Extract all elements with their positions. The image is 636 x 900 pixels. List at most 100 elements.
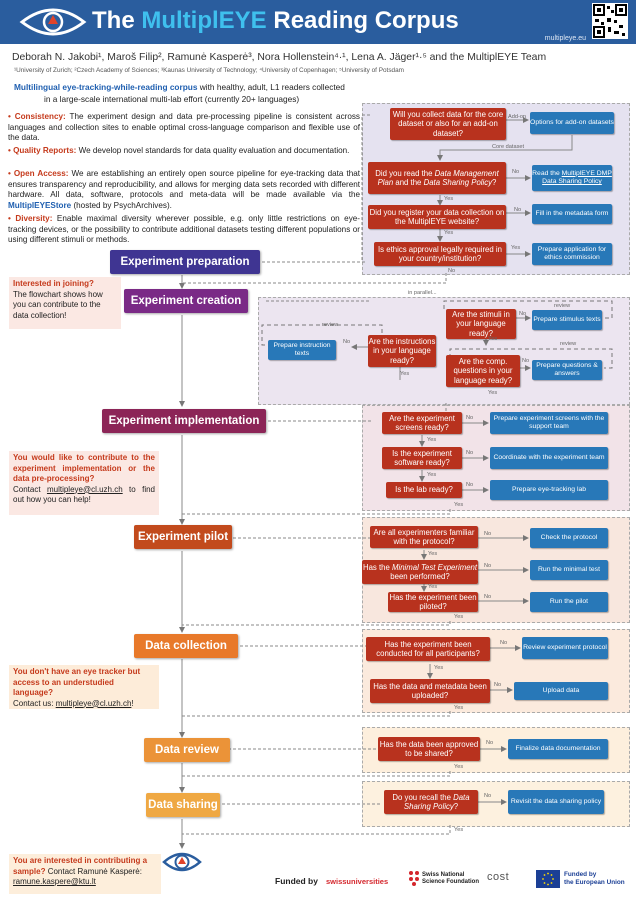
label-no: No (343, 339, 351, 345)
label-review: review (322, 322, 339, 328)
label-yes: Yes (400, 371, 410, 377)
contact-email-link-2[interactable]: multipleye@cl.uzh.ch (55, 698, 132, 708)
label-review: review (560, 341, 577, 347)
a-coordinate-team[interactable]: Coordinate with the experiment team (490, 447, 608, 469)
q-core-or-addon: Will you collect data for the core datas… (390, 108, 506, 140)
poster-title: The MultiplEYE Reading Corpus (92, 7, 459, 34)
a-upload-data[interactable]: Upload data (514, 682, 608, 700)
label-review: review (554, 303, 571, 309)
label-yes: Yes (454, 614, 464, 620)
contact-email-link-3[interactable]: ramune.kaspere@ktu.lt (13, 877, 96, 886)
label-yes: Yes (428, 584, 438, 590)
label-add-on: Add-on (508, 114, 527, 120)
a-prepare-instructions[interactable]: Prepare instruction texts (268, 340, 336, 360)
funded-by-label: Funded by (275, 876, 318, 886)
a-prepare-questions[interactable]: Prepare questions & answers (532, 360, 602, 380)
q-read-dmp: Did you read the Data Management Plan an… (368, 162, 506, 194)
q-screens-ready: Are the experiment screens ready? (382, 412, 462, 434)
snsf-dots-icon (408, 870, 419, 886)
label-no: No (486, 740, 494, 746)
affiliations-line: ¹University of Zurich; ²Czech Academy of… (14, 67, 404, 74)
q-software-ready: Is the experiment software ready? (382, 447, 462, 469)
stage-experiment-implementation[interactable]: Experiment implementation (102, 409, 266, 433)
label-no: No (484, 793, 492, 799)
bullet-consistency: • Consistency: The experiment design and… (8, 112, 360, 142)
contact-email-link[interactable]: multipleye@cl.uzh.ch (46, 484, 123, 494)
label-parallel: in parallel... (408, 290, 437, 296)
label-no: No (500, 640, 508, 646)
label-no: No (466, 482, 474, 488)
label-yes: Yes (454, 502, 464, 508)
label-no: No (522, 358, 530, 364)
label-yes: Yes (488, 336, 498, 342)
label-yes: Yes (488, 390, 498, 396)
q-familiar-protocol: Are all experimenters familiar with the … (370, 526, 478, 548)
a-run-minimal-test[interactable]: Run the minimal test (530, 560, 608, 580)
logo-cost: cost (487, 871, 510, 883)
a-read-dmp[interactable]: Read the MultiplEYE DMP Data Sharing Pol… (532, 165, 612, 191)
stage-experiment-pilot[interactable]: Experiment pilot (134, 525, 232, 549)
stage-data-sharing[interactable]: Data sharing (146, 793, 220, 817)
stage-data-review[interactable]: Data review (144, 738, 230, 762)
a-options-addon[interactable]: Options for add-on datasets (530, 112, 614, 134)
website-url[interactable]: multipleye.eu (544, 35, 586, 42)
qr-code (592, 3, 628, 39)
note-sample: You are interested in contributing a sam… (9, 854, 161, 894)
header-banner: The MultiplEYE Reading Corpus multipleye… (0, 0, 636, 44)
label-core-dataset: Core dataset (492, 144, 525, 150)
q-register: Did you register your data collection on… (368, 205, 506, 229)
note-interested-joining: Interested in joining?The flowchart show… (9, 277, 121, 329)
a-prepare-stimulus[interactable]: Prepare stimulus texts (532, 310, 602, 330)
label-no: No (494, 682, 502, 688)
label-yes: Yes (434, 665, 444, 671)
logo-swissuniversities: swissuniversities (326, 877, 389, 886)
q-approved: Has the data been approved to be shared? (378, 737, 480, 761)
label-yes: Yes (428, 551, 438, 557)
q-data-uploaded: Has the data and metadata been uploaded? (370, 679, 490, 703)
label-yes: Yes (454, 764, 464, 770)
a-run-pilot[interactable]: Run the pilot (530, 592, 608, 612)
label-no: No (466, 450, 474, 456)
a-revisit-policy[interactable]: Revisit the data sharing policy (508, 790, 604, 814)
q-conducted-all: Has the experiment been conducted for al… (366, 637, 490, 661)
authors-line: Deborah N. Jakobi¹, Maroš Filip², Ramunė… (12, 52, 547, 63)
label-no: No (466, 415, 474, 421)
stage-experiment-preparation[interactable]: Experiment preparation (110, 250, 260, 274)
label-no: No (484, 531, 492, 537)
label-yes: Yes (427, 472, 437, 478)
q-stimuli-ready: Are the stimuli in your language ready? (446, 309, 516, 339)
label-yes: Yes (444, 230, 454, 236)
subtitle-line-1: Multilingual eye-tracking-while-reading … (14, 82, 345, 92)
label-yes: Yes (427, 437, 437, 443)
label-yes: Yes (454, 827, 464, 833)
a-prepare-lab[interactable]: Prepare eye-tracking lab (490, 480, 608, 500)
bullet-diversity: • Diversity: Enable maximal diversity wh… (8, 214, 360, 244)
note-eye-tracker: You don't have an eye tracker but access… (9, 665, 159, 709)
a-metadata-form[interactable]: Fill in the metadata form (532, 204, 612, 224)
a-prepare-screens[interactable]: Prepare experiment screens with the supp… (490, 412, 608, 434)
stage-experiment-creation[interactable]: Experiment creation (124, 289, 248, 313)
q-piloted: Has the experiment been piloted? (388, 592, 478, 612)
label-yes: Yes (511, 245, 521, 251)
a-review-protocol[interactable]: Review experiment protocol (522, 637, 608, 659)
a-check-protocol[interactable]: Check the protocol (530, 528, 608, 548)
q-ethics: Is ethics approval legally required in y… (374, 242, 506, 266)
eye-logo-icon (19, 8, 87, 36)
note-contribute: You would like to contribute to the expe… (9, 451, 159, 515)
bullet-quality: • Quality Reports: We develop novel stan… (8, 146, 350, 155)
q-instructions-ready: Are the instructions in your language re… (368, 335, 436, 367)
q-lab-ready: Is the lab ready? (386, 482, 462, 498)
q-minimal-test: Has the Minimal Test Experiment been per… (362, 560, 478, 584)
a-ethics-application[interactable]: Prepare application for ethics commissio… (532, 243, 612, 265)
a-finalize-documentation[interactable]: Finalize data documentation (508, 739, 608, 759)
label-yes: Yes (444, 196, 454, 202)
eu-flag-icon (536, 870, 560, 888)
stage-data-collection[interactable]: Data collection (134, 634, 238, 658)
label-no: No (519, 311, 527, 317)
label-no: No (484, 563, 492, 569)
eye-icon (162, 852, 202, 872)
label-no: No (514, 207, 522, 213)
q-recall-policy: Do you recall the Data Sharing Policy? (384, 790, 478, 814)
